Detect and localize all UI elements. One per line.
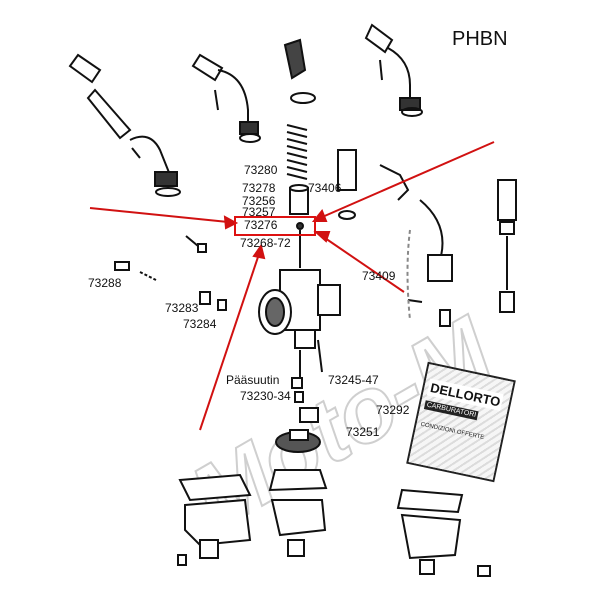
part-label-73230-34: 73230-34 bbox=[240, 389, 291, 403]
part-highlight-box bbox=[234, 216, 316, 236]
part-label-73276: 73276 bbox=[244, 218, 278, 232]
left-small-parts bbox=[114, 235, 227, 311]
part-label-73292: 73292 bbox=[376, 403, 410, 417]
highlight-arrows bbox=[89, 141, 495, 431]
part-label-73280: 73280 bbox=[244, 163, 278, 177]
throttle-assembly-3 bbox=[364, 23, 423, 117]
jet-parts bbox=[275, 377, 321, 453]
part-label-73278: 73278 bbox=[242, 181, 276, 195]
carburetor-body bbox=[258, 269, 341, 380]
part-label-73283: 73283 bbox=[165, 301, 199, 315]
spring-73280 bbox=[286, 124, 308, 180]
float-bowl-1 bbox=[177, 473, 252, 566]
part-label-73257: 73257 bbox=[242, 205, 276, 219]
part-label-paasuutin: Pääsuutin bbox=[226, 373, 280, 387]
part-label-73251: 73251 bbox=[346, 425, 380, 439]
part-label-73288: 73288 bbox=[88, 276, 122, 290]
choke-parts bbox=[379, 164, 453, 327]
throttle-assembly-2 bbox=[191, 38, 316, 143]
part-label-73409: 73409 bbox=[362, 269, 396, 283]
part-label-73268-72: 73268-72 bbox=[240, 236, 291, 250]
model-title: PHBN bbox=[452, 28, 508, 50]
part-label-73256: 73256 bbox=[242, 194, 276, 208]
part-label-73284: 73284 bbox=[183, 317, 217, 331]
part-label-73245-47: 73245-47 bbox=[328, 373, 379, 387]
float-bowl-2 bbox=[268, 469, 328, 557]
slide-parts bbox=[289, 149, 357, 268]
throttle-assembly-1 bbox=[68, 53, 181, 197]
part-label-73406: 73406 bbox=[308, 181, 342, 195]
float-bowl-3 bbox=[396, 488, 491, 577]
right-cable-assembly bbox=[497, 179, 517, 313]
